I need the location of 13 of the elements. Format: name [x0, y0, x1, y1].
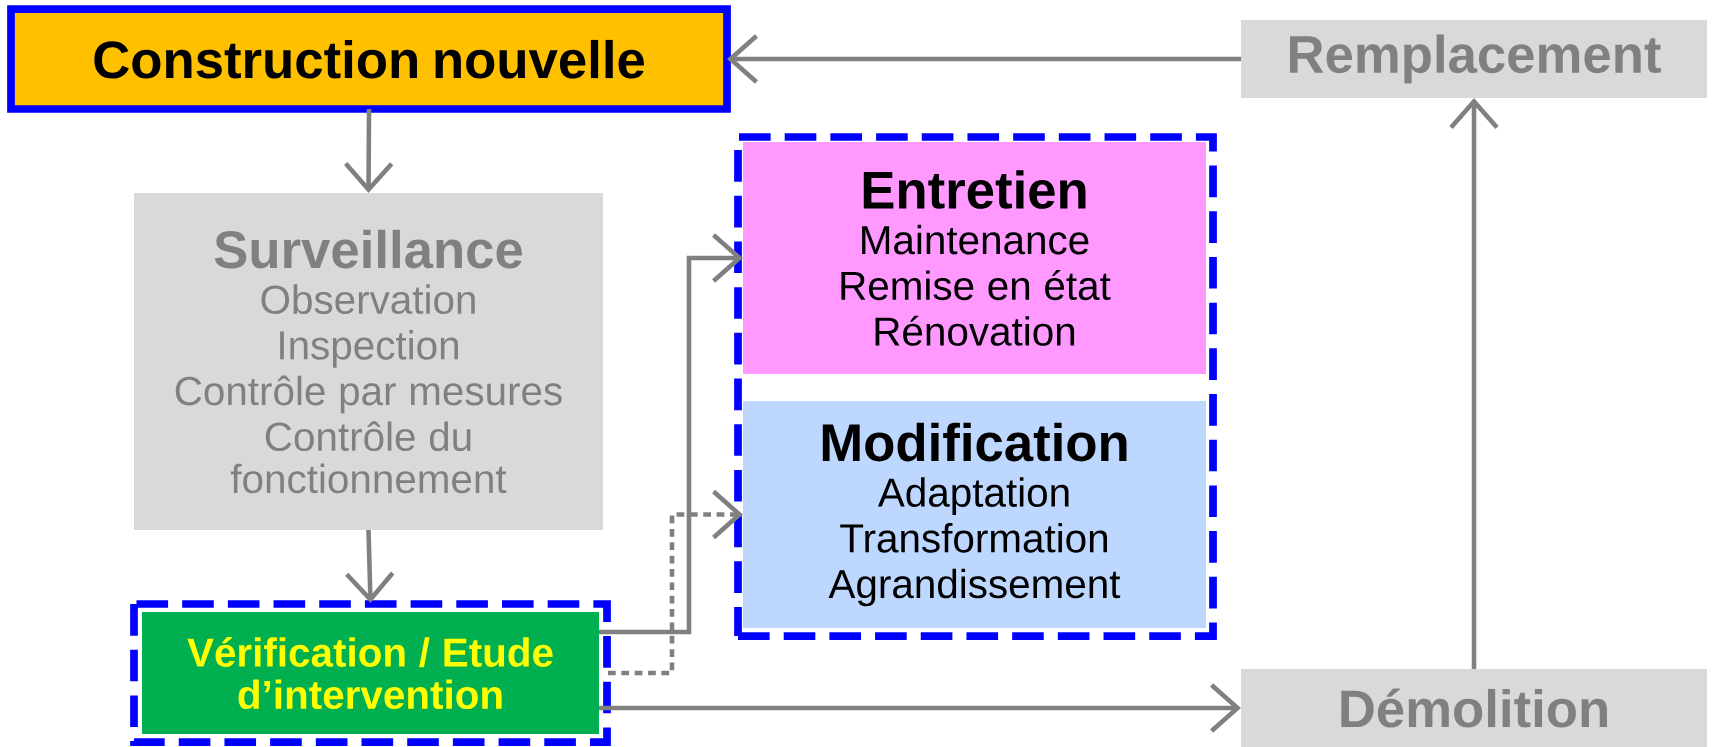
arrow [599, 683, 1241, 733]
process-box: Entretien Maintenance Remise en état Rénovation [743, 142, 1206, 374]
arrow [608, 489, 743, 676]
arrow [727, 34, 1241, 84]
status-box: Démolition [1241, 669, 1707, 747]
title-box: Construction nouvelle [7, 5, 731, 113]
group-frame [734, 133, 1217, 640]
decision-box: Vérification / Etude d’intervention [130, 600, 611, 746]
process-box: Surveillance Observation Inspection Contrôle par mesures Contrôle du fonctionnement [134, 193, 603, 530]
arrow [599, 233, 743, 635]
process-box: Modification Adaptation Transformation Agrandissement [743, 401, 1206, 628]
arrow [1449, 98, 1499, 669]
status-box: Remplacement [1241, 20, 1707, 98]
